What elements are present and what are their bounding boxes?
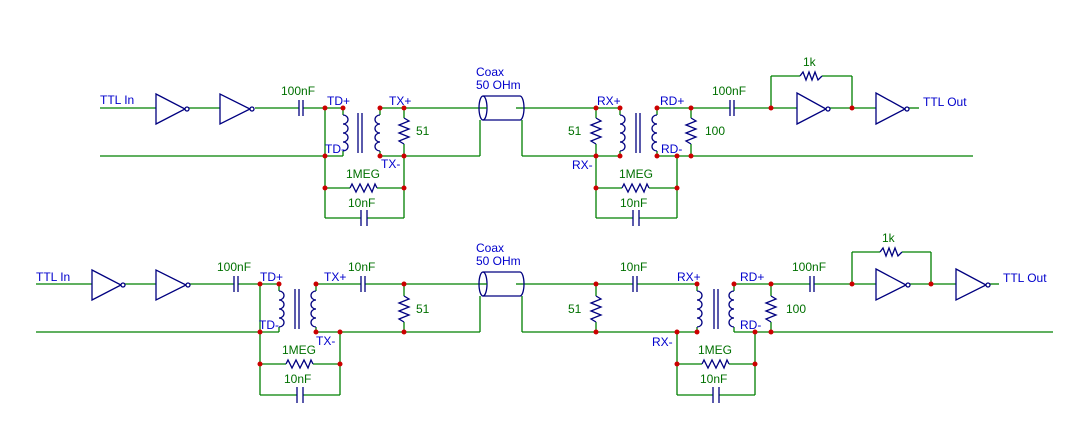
bottom-output-capacitor-value: 100nF: [792, 260, 826, 274]
top-coax-impedance-label: 50 OHm: [476, 78, 521, 92]
bottom-right-ground-resistor: [701, 358, 730, 370]
bottom-coax-impedance-label: 50 OHm: [476, 254, 521, 268]
bottom-feedback-resistor-value: 1k: [882, 231, 896, 245]
top-right-ground-capacitor-value: 10nF: [620, 196, 647, 210]
bottom-tx-capacitor-value: 10nF: [348, 260, 375, 274]
bottom-output-buffer-2: [955, 267, 991, 302]
top-ttl-out-label: TTL Out: [923, 95, 967, 109]
top-ttl-in-label: TTL In: [100, 93, 134, 107]
top-right-ground-resistor-value: 1MEG: [619, 167, 653, 181]
top-rd-plus-label: RD+: [660, 94, 684, 108]
top-input-capacitor: [298, 100, 304, 116]
bottom-right-ground-resistor-value: 1MEG: [698, 343, 732, 357]
bottom-left-ground-capacitor-value: 10nF: [284, 372, 311, 386]
top-right-ground-capacitor: [632, 210, 640, 226]
top-right-ground-resistor: [621, 182, 650, 194]
bottom-tx-resistor-value: 51: [416, 302, 430, 316]
bottom-rx-capacitor: [632, 276, 638, 292]
top-feedback-resistor: [799, 70, 823, 82]
top-rd-resistor-value: 100: [705, 124, 725, 138]
top-output-buffer-2: [875, 91, 910, 126]
top-junctions: [322, 105, 855, 191]
top-tx-resistor: [397, 117, 411, 145]
top-circuit: TTL In 100nF TD+ TD- TX+ TX- 51 Coax 50 …: [100, 55, 973, 226]
top-tx-transformer: [342, 113, 381, 153]
top-rx-transformer: [619, 113, 658, 153]
bottom-output-buffer-1: [875, 267, 911, 302]
bottom-rx-plus-label: RX+: [677, 270, 701, 284]
bottom-coax-label: Coax: [476, 241, 504, 255]
bottom-tx-capacitor: [360, 276, 366, 292]
bottom-input-buffer-1: [91, 268, 126, 302]
top-output-capacitor-value: 100nF: [712, 84, 746, 98]
top-coax-cable: [478, 95, 525, 121]
bottom-output-capacitor: [809, 276, 815, 292]
bottom-left-ground-resistor-value: 1MEG: [282, 343, 316, 357]
top-left-ground-capacitor-value: 10nF: [348, 196, 375, 210]
bottom-rd-resistor-value: 100: [786, 302, 806, 316]
bottom-input-capacitor: [233, 276, 239, 292]
top-output-buffer-1: [796, 91, 831, 126]
top-wires: [100, 75, 973, 219]
bottom-junctions: [257, 281, 934, 367]
top-feedback-resistor-value: 1k: [803, 55, 817, 69]
top-left-ground-resistor: [349, 182, 378, 194]
bottom-left-ground-capacitor: [296, 387, 304, 403]
bottom-input-buffer-2: [155, 268, 191, 302]
top-coax-label: Coax: [476, 65, 504, 79]
top-input-buffer-1: [155, 92, 190, 126]
bottom-feedback-resistor: [879, 246, 903, 258]
bottom-td-minus-label: TD-: [259, 318, 279, 332]
top-rd-resistor: [684, 117, 698, 145]
bottom-left-ground-resistor: [285, 358, 314, 370]
top-rx-plus-label: RX+: [597, 94, 621, 108]
top-input-buffer-2: [219, 92, 255, 126]
top-tx-minus-label: TX-: [381, 157, 400, 171]
top-output-capacitor: [729, 100, 735, 116]
bottom-coax-cable: [478, 271, 525, 297]
bottom-rd-plus-label: RD+: [740, 270, 764, 284]
bottom-ttl-in-label: TTL In: [36, 270, 70, 284]
bottom-rx-minus-label: RX-: [652, 335, 673, 349]
top-tx-plus-label: TX+: [389, 94, 411, 108]
top-left-ground-resistor-value: 1MEG: [346, 167, 380, 181]
bottom-wires: [36, 251, 1053, 396]
bottom-rx-transformer: [696, 289, 735, 329]
bottom-right-ground-capacitor-value: 10nF: [700, 372, 727, 386]
top-input-capacitor-value: 100nF: [281, 84, 315, 98]
top-td-minus-label: TD-: [325, 142, 345, 156]
top-rx-minus-label: RX-: [572, 158, 593, 172]
bottom-rx-resistor-value: 51: [568, 302, 582, 316]
top-td-plus-label: TD+: [327, 94, 350, 108]
bottom-tx-resistor: [397, 295, 411, 323]
bottom-rd-minus-label: RD-: [740, 318, 761, 332]
top-rx-resistor-value: 51: [568, 124, 582, 138]
bottom-tx-plus-label: TX+: [324, 270, 346, 284]
bottom-ttl-out-label: TTL Out: [1003, 271, 1047, 285]
top-rx-resistor: [589, 117, 603, 145]
bottom-td-plus-label: TD+: [260, 270, 283, 284]
bottom-right-ground-capacitor: [712, 387, 720, 403]
bottom-rx-resistor: [589, 295, 603, 323]
bottom-input-capacitor-value: 100nF: [217, 260, 251, 274]
top-rd-minus-label: RD-: [661, 142, 682, 156]
bottom-tx-transformer: [278, 289, 317, 329]
bottom-rd-resistor: [764, 295, 778, 323]
top-tx-resistor-value: 51: [416, 124, 430, 138]
bottom-tx-minus-label: TX-: [316, 334, 335, 348]
bottom-rx-capacitor-value: 10nF: [620, 260, 647, 274]
top-left-ground-capacitor: [360, 210, 368, 226]
bottom-circuit: TTL In 100nF TD+ TD- TX+ TX- 10nF 51 Coa…: [36, 231, 1053, 403]
